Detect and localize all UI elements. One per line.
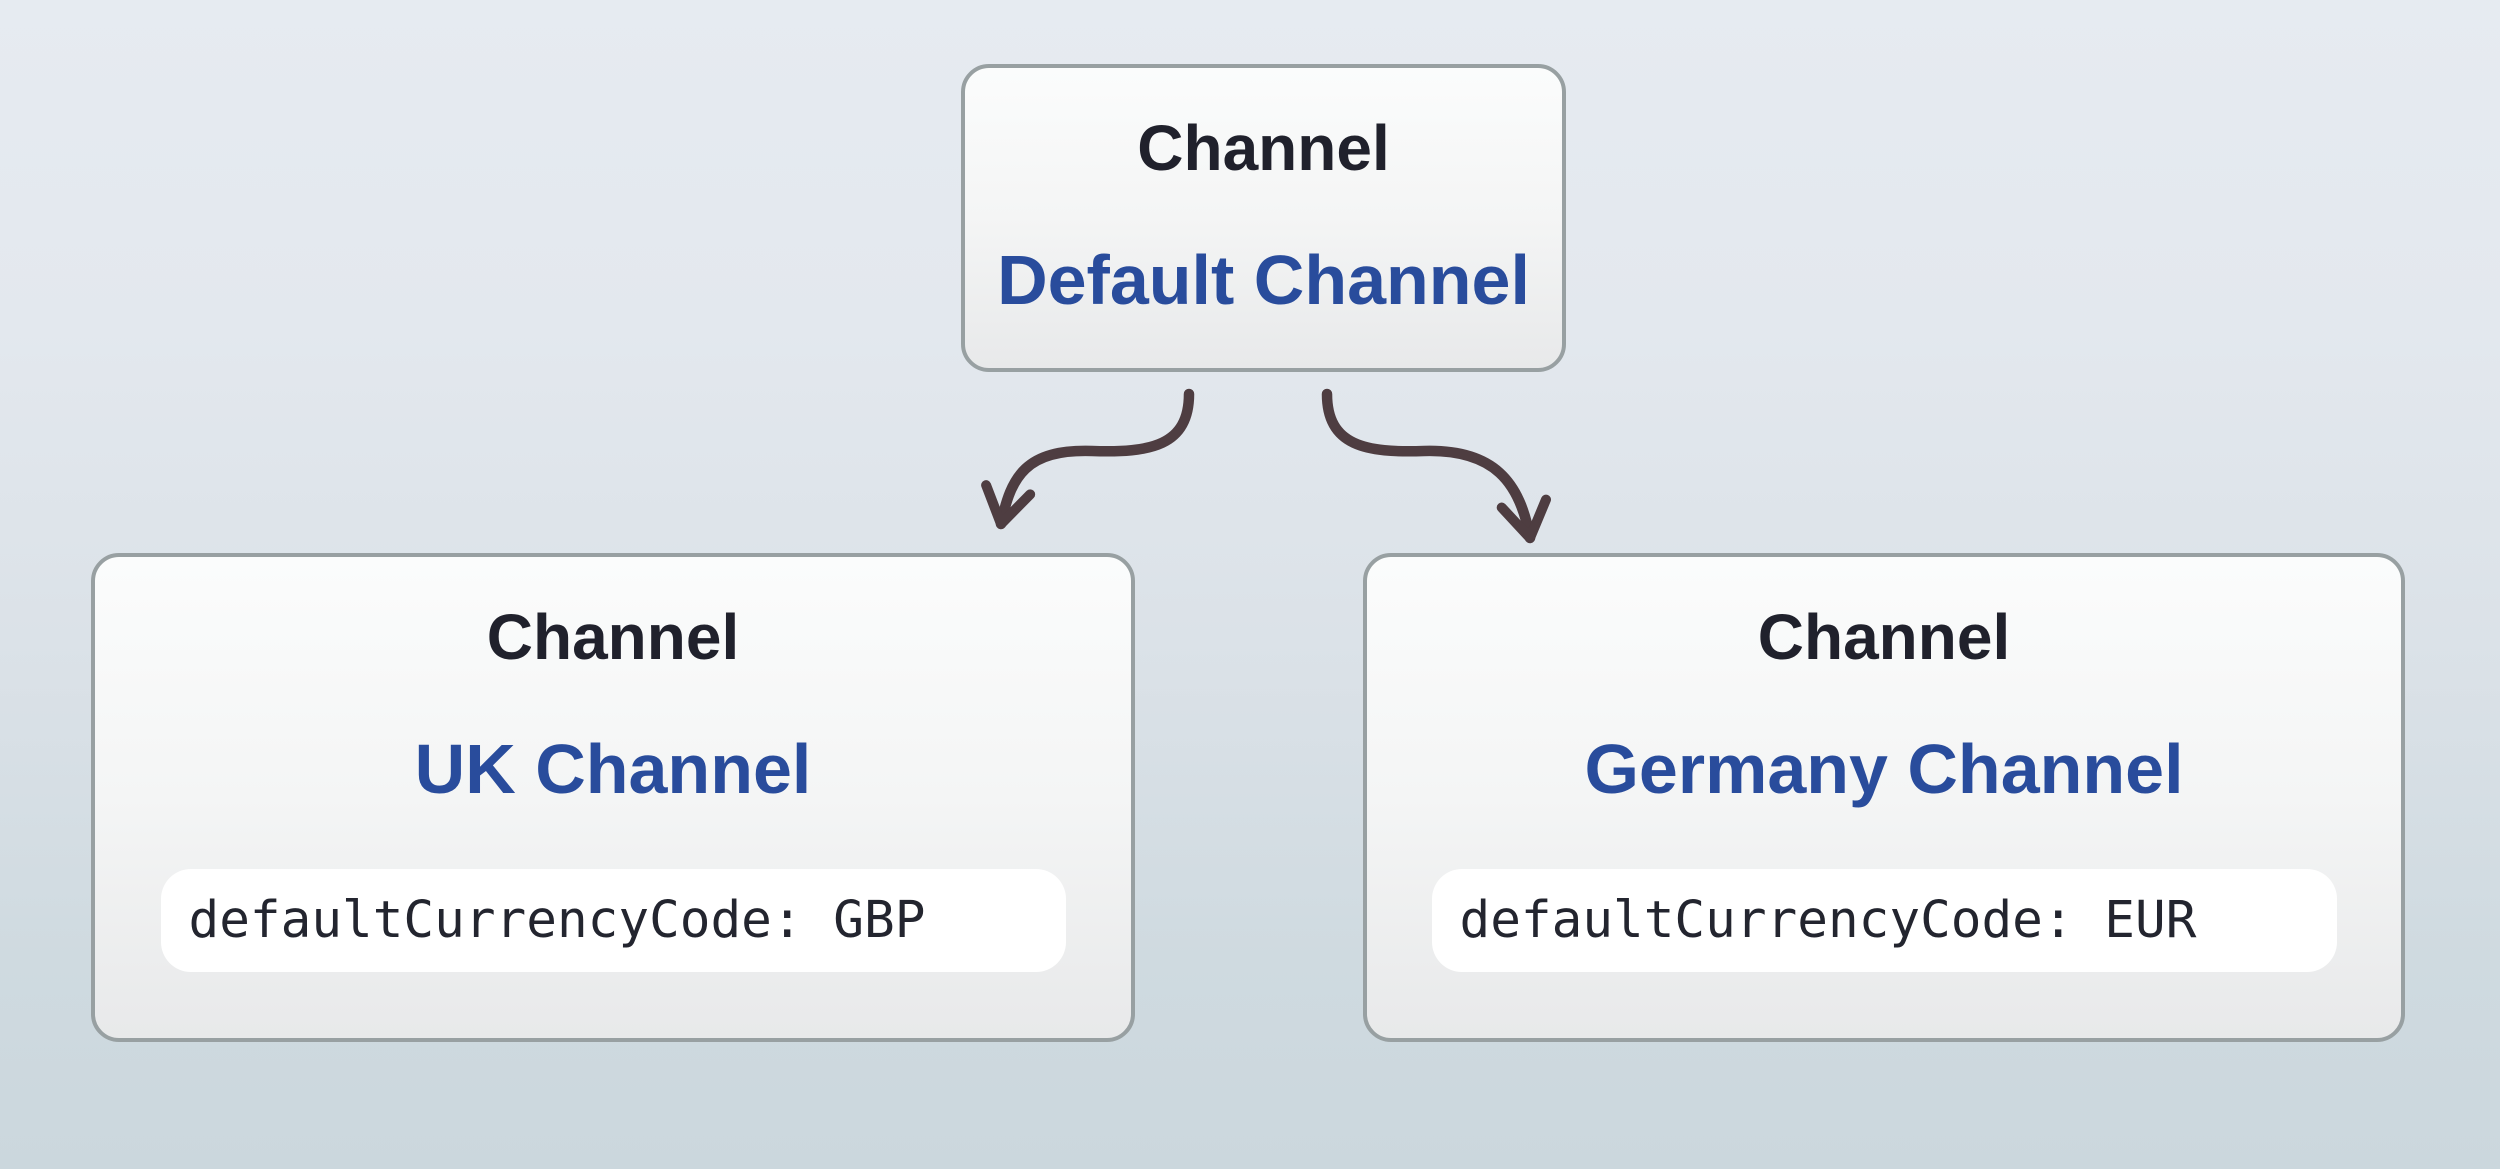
edge-arrow-to-germany-channel [1321,388,1551,544]
node-type-label: Channel [486,601,740,673]
channel-node-germany: Channel Germany Channel defaultCurrencyC… [1363,553,2405,1042]
currency-code-text: defaultCurrencyCode: GBP [188,891,926,950]
node-type-label: Channel [1137,112,1390,184]
currency-code-pill: defaultCurrencyCode: GBP [160,869,1066,972]
channel-node-default: Channel Default Channel [961,64,1566,372]
currency-code-pill: defaultCurrencyCode: EUR [1431,869,2337,972]
channel-node-uk: Channel UK Channel defaultCurrencyCode: … [91,553,1135,1042]
currency-code-text: defaultCurrencyCode: EUR [1459,891,2197,950]
node-name: UK Channel [414,730,812,808]
edge-arrow-to-uk-channel [981,388,1195,530]
node-name: Germany Channel [1584,730,2184,808]
node-name: Default Channel [997,241,1530,319]
node-type-label: Channel [1757,601,2011,673]
